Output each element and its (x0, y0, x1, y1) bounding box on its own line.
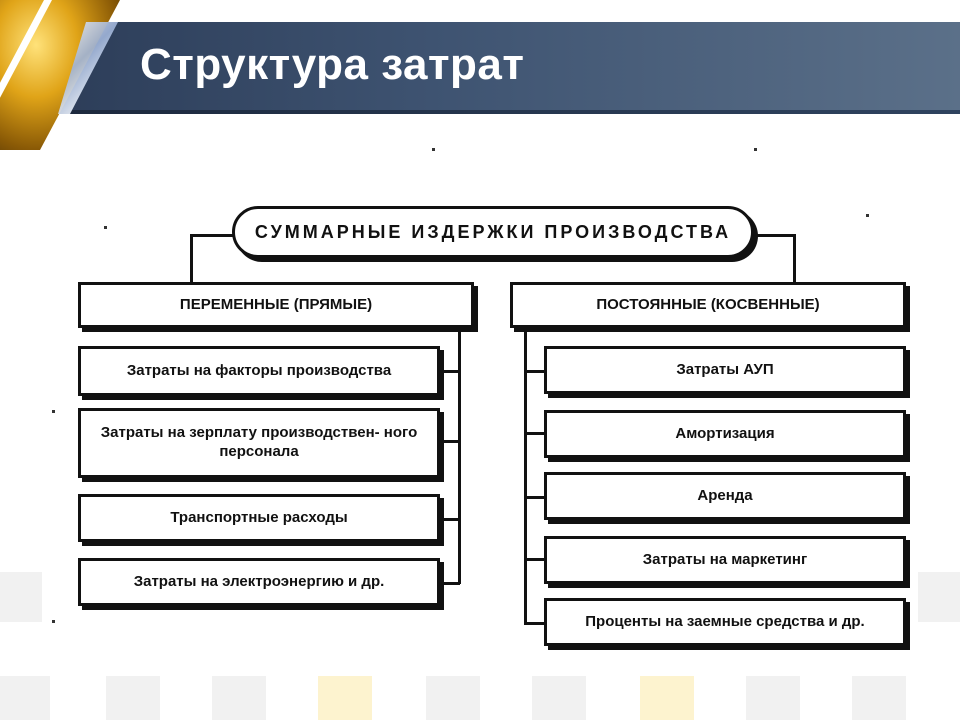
connector (440, 370, 460, 373)
decor-tile (746, 676, 800, 720)
right-item: Затраты АУП (544, 346, 906, 394)
right-item: Аренда (544, 472, 906, 520)
left-item: Затраты на зерплату производствен- ного … (78, 408, 440, 478)
root-node: СУММАРНЫЕ ИЗДЕРЖКИ ПРОИЗВОДСТВА (232, 206, 754, 258)
category-variable: ПЕРЕМЕННЫЕ (ПРЯМЫЕ) (78, 282, 474, 328)
scan-speck (104, 226, 107, 229)
header-band (0, 22, 960, 114)
right-item: Затраты на маркетинг (544, 536, 906, 584)
connector (524, 622, 546, 625)
decor-tile (106, 676, 160, 720)
scan-speck (866, 214, 869, 217)
right-item: Проценты на заемные средства и др. (544, 598, 906, 646)
connector (752, 234, 796, 237)
decor-tile (532, 676, 586, 720)
connector (190, 234, 234, 237)
connector (524, 558, 546, 561)
scan-speck (52, 410, 55, 413)
left-item: Затраты на факторы производства (78, 346, 440, 396)
scan-speck (52, 620, 55, 623)
connector (793, 234, 796, 282)
decor-tile (918, 572, 960, 622)
decor-tile (426, 676, 480, 720)
decor-tile (318, 676, 372, 720)
left-item: Затраты на электроэнергию и др. (78, 558, 440, 606)
scan-speck (432, 148, 435, 151)
decor-tile (852, 676, 906, 720)
connector (440, 582, 460, 585)
decor-tile (0, 572, 42, 622)
right-item: Амортизация (544, 410, 906, 458)
connector (524, 432, 546, 435)
decor-tile (0, 676, 50, 720)
scan-speck (754, 148, 757, 151)
decor-tile (212, 676, 266, 720)
connector (524, 328, 527, 624)
decor-tile (640, 676, 694, 720)
category-fixed: ПОСТОЯННЫЕ (КОСВЕННЫЕ) (510, 282, 906, 328)
connector (524, 496, 546, 499)
connector (440, 440, 460, 443)
connector (440, 518, 460, 521)
left-item: Транспортные расходы (78, 494, 440, 542)
connector (524, 370, 546, 373)
page-title: Структура затрат (140, 40, 525, 89)
connector (458, 328, 461, 584)
connector (190, 234, 193, 282)
